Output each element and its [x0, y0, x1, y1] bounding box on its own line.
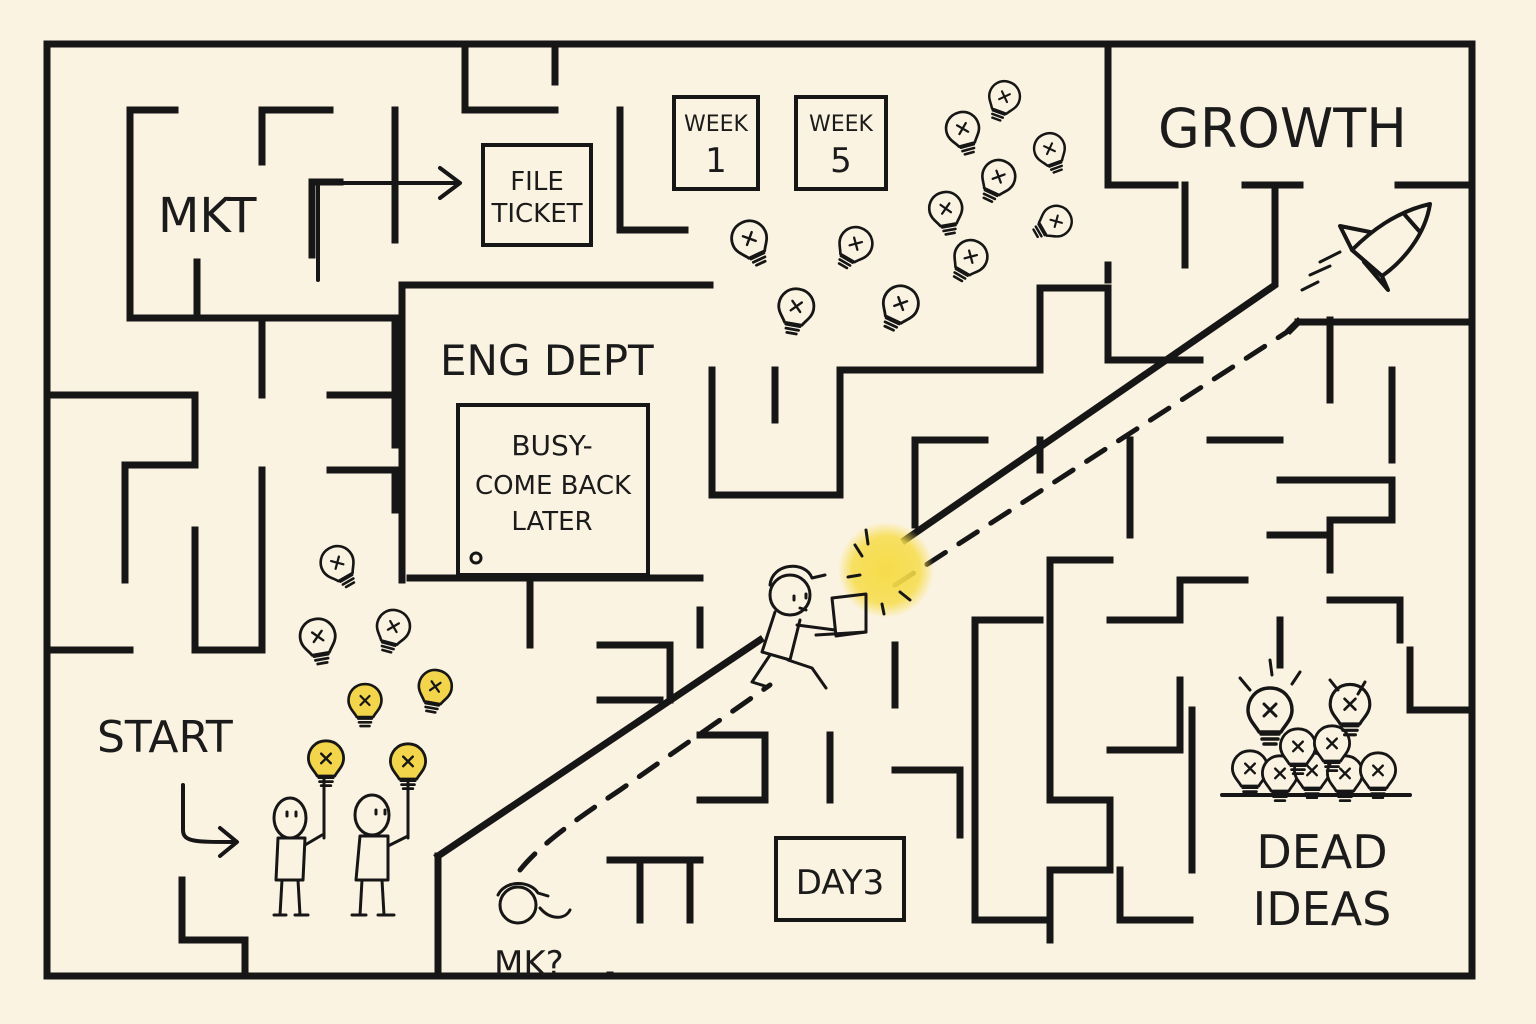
file-ticket-line1: FILE [510, 167, 564, 197]
dead-bulb-pile [1231, 682, 1397, 802]
week5-number: 5 [830, 141, 852, 181]
mk-figure: MK? [494, 882, 572, 984]
person-icon [750, 564, 837, 690]
bulb-cluster-start [295, 538, 456, 728]
busy-door: BUSY- COME BACK LATER [456, 403, 650, 577]
busy-line3: LATER [511, 507, 592, 537]
week1-title: WEEK [684, 112, 749, 137]
file-ticket-line2: TICKET [490, 199, 582, 229]
laptop-icon [814, 592, 868, 638]
burst-icon [838, 522, 934, 618]
lightbulb-icon [306, 739, 346, 787]
arrow-icon [181, 783, 237, 844]
dead-line2: IDEAS [1253, 882, 1392, 936]
lightbulb-icon [388, 742, 428, 790]
dead-ideas: DEAD IDEAS [1220, 658, 1412, 936]
diagonal-corridor [433, 181, 1476, 980]
person-icon [272, 739, 346, 917]
week1-sign: WEEK 1 [672, 95, 760, 191]
runner-figure [750, 564, 868, 690]
file-ticket-sign: FILE TICKET [481, 143, 593, 247]
mkt-area: MKT [158, 166, 462, 282]
week1-number: 1 [705, 141, 727, 181]
mk-label: MK? [494, 944, 564, 984]
rocket-icon [1300, 202, 1432, 292]
busy-line1: BUSY- [511, 429, 592, 462]
day3-sign: DAY3 [774, 836, 906, 922]
maze-walls [43, 40, 1476, 980]
week5-sign: WEEK 5 [794, 95, 888, 191]
week5-title: WEEK [809, 112, 874, 137]
growth-label: GROWTH [1158, 97, 1407, 160]
eng-dept-label: ENG DEPT [440, 336, 654, 385]
lightbulb-icon [941, 107, 987, 159]
mkt-label: MKT [158, 188, 257, 244]
busy-line2: COME BACK [475, 471, 632, 501]
idea-people [272, 739, 428, 917]
person-icon [498, 885, 538, 925]
dead-line1: DEAD [1256, 825, 1387, 879]
start-area: START [97, 712, 239, 858]
day3-label: DAY3 [796, 863, 885, 903]
person-icon [350, 742, 428, 917]
start-label: START [97, 712, 233, 763]
door-knob [469, 551, 483, 565]
arrow-icon [316, 181, 460, 282]
bulb-cluster-top [724, 75, 1079, 338]
